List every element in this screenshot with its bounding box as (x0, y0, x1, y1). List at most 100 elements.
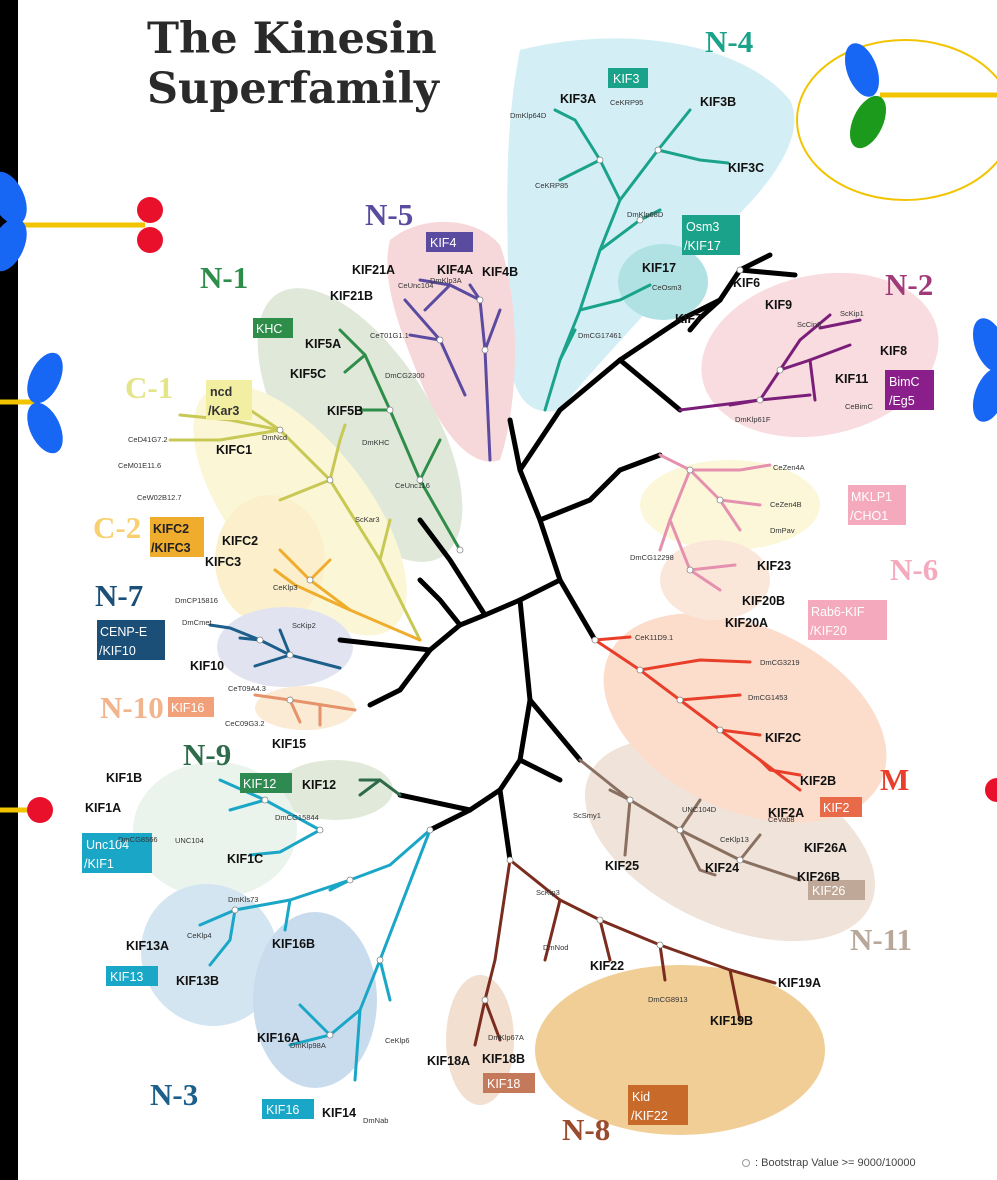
gene-kif20a: KIF20A (725, 616, 768, 630)
gene-kif13a: KIF13A (126, 939, 169, 953)
bootstrap-dots (231, 146, 784, 1039)
species-label: CeUnc104 (398, 281, 433, 290)
species-label: CeKlp6 (385, 1036, 410, 1045)
gene-kif2a: KIF2A (768, 806, 804, 820)
species-label: DmCG8913 (648, 995, 688, 1004)
species-label: DmCmet (182, 618, 212, 627)
box-kif10: /KIF10 (99, 644, 136, 658)
gene-kif4b: KIF4B (482, 265, 518, 279)
n10-region (255, 686, 355, 730)
gene-kif21b: KIF21B (330, 289, 373, 303)
species-label: DmKlp64D (510, 111, 547, 120)
topright-motor-outline (796, 39, 997, 201)
group-label-n11: N-11 (850, 922, 912, 957)
species-label: CeZen4A (773, 463, 805, 472)
species-label: CeOsm3 (652, 283, 682, 292)
species-label: DmNcd (262, 433, 287, 442)
c2-region (215, 495, 325, 625)
species-label: DmKlp68D (627, 210, 664, 219)
box-osm3: Osm3 (686, 220, 719, 234)
title-line-2: Superfamily (147, 64, 439, 114)
n2-branches (678, 313, 862, 412)
box-kif16-n3: KIF16 (266, 1103, 299, 1117)
box-kif17: /KIF17 (684, 239, 721, 253)
group-label-n2: N-2 (885, 267, 933, 302)
n8-branches (473, 858, 777, 1047)
box-kif2: KIF2 (823, 801, 849, 815)
species-label: DmCG2300 (385, 371, 425, 380)
gene-kif9: KIF9 (765, 298, 792, 312)
group-label-n8: N-8 (562, 1112, 610, 1147)
tree-trunk (337, 252, 798, 863)
species-labels: DmKlp64D CeKRP95 CeKRP85 DmKlp68D CeOsm3… (118, 98, 874, 1125)
gene-kif23: KIF23 (757, 559, 791, 573)
box-kifc2: KIFC2 (153, 522, 189, 536)
species-label: CeM01E11.6 (118, 461, 161, 470)
gene-kif17: KIF17 (642, 261, 676, 275)
gene-labels: KIF3B KIF3A KIF3C KIF17 KIF6 KIF9 KIF7 K… (85, 92, 907, 1120)
box-bimc: BimC (889, 375, 920, 389)
n1-region (257, 288, 463, 562)
box-kif22: /KIF22 (631, 1109, 668, 1123)
gene-kif3b: KIF3B (700, 95, 736, 109)
box-kif20: /KIF20 (810, 624, 847, 638)
n8a-region (446, 975, 514, 1105)
n7-region (217, 607, 353, 687)
gene-kif1a: KIF1A (85, 801, 121, 815)
gene-kif14: KIF14 (322, 1106, 356, 1120)
gene-kif8: KIF8 (880, 344, 907, 358)
gene-kif5c: KIF5C (290, 367, 326, 381)
figure-title: The Kinesin Superfamily (147, 14, 439, 114)
group-label-m: M (880, 762, 909, 797)
n3c-region (253, 912, 377, 1088)
group-label-n7: N-7 (95, 578, 143, 613)
gene-kif3c: KIF3C (728, 161, 764, 175)
gene-kif2b: KIF2B (800, 774, 836, 788)
gene-kif1b: KIF1B (106, 771, 142, 785)
box-cho1: /CHO1 (850, 509, 888, 523)
gene-kif10: KIF10 (190, 659, 224, 673)
group-label-n9: N-9 (183, 737, 231, 772)
gene-kifc1: KIFC1 (216, 443, 252, 457)
box-kif26: KIF26 (812, 884, 845, 898)
c2-branches (273, 548, 422, 642)
group-label-c1: C-1 (125, 370, 173, 405)
gene-kif3a: KIF3A (560, 92, 596, 106)
bootstrap-legend: : Bootstrap Value >= 9000/10000 (742, 1157, 916, 1169)
gene-kif22: KIF22 (590, 959, 624, 973)
box-rab6: Rab6-KIF (811, 605, 865, 619)
gene-kif5b: KIF5B (327, 404, 363, 418)
species-label: CeUnc116 (395, 481, 430, 490)
box-mklp1: MKLP1 (851, 490, 892, 504)
n6b-region (660, 540, 770, 620)
species-label: ScKip3 (536, 888, 560, 897)
species-label: DmCG8566 (118, 835, 158, 844)
bootstrap-dot-icon (742, 1159, 750, 1168)
n9-region (277, 760, 393, 820)
gene-kif13b: KIF13B (176, 974, 219, 988)
gene-kif15: KIF15 (272, 737, 306, 751)
gene-kif19b: KIF19B (710, 1014, 753, 1028)
species-label: CeKlp13 (720, 835, 749, 844)
box-kif12: KIF12 (243, 777, 276, 791)
species-label: CeKlp3 (273, 583, 298, 592)
n8b-region (535, 965, 825, 1135)
species-label: UNC104 (175, 836, 204, 845)
n6-branches (658, 453, 772, 592)
box-unc104: Unc104 (86, 838, 129, 852)
motor-cartoons (0, 39, 997, 823)
group-label-n3: N-3 (150, 1077, 198, 1112)
species-label: CeKRP95 (610, 98, 643, 107)
m-branches (593, 635, 802, 792)
family-boxes: KIF3 Osm3 /KIF17 KIF4 KHC ncd /Kar3 KIFC… (82, 68, 934, 1125)
gene-kif24: KIF24 (705, 861, 739, 875)
group-label-n5: N-5 (365, 197, 413, 232)
gene-kif2c: KIF2C (765, 731, 801, 745)
species-label: CeK11D9.1 (635, 633, 673, 642)
species-label: DmCG12298 (630, 553, 674, 562)
species-label: ScKip1 (840, 309, 864, 318)
species-label: DmKlp67A (488, 1033, 524, 1042)
box-kif16-n10: KIF16 (171, 701, 204, 715)
